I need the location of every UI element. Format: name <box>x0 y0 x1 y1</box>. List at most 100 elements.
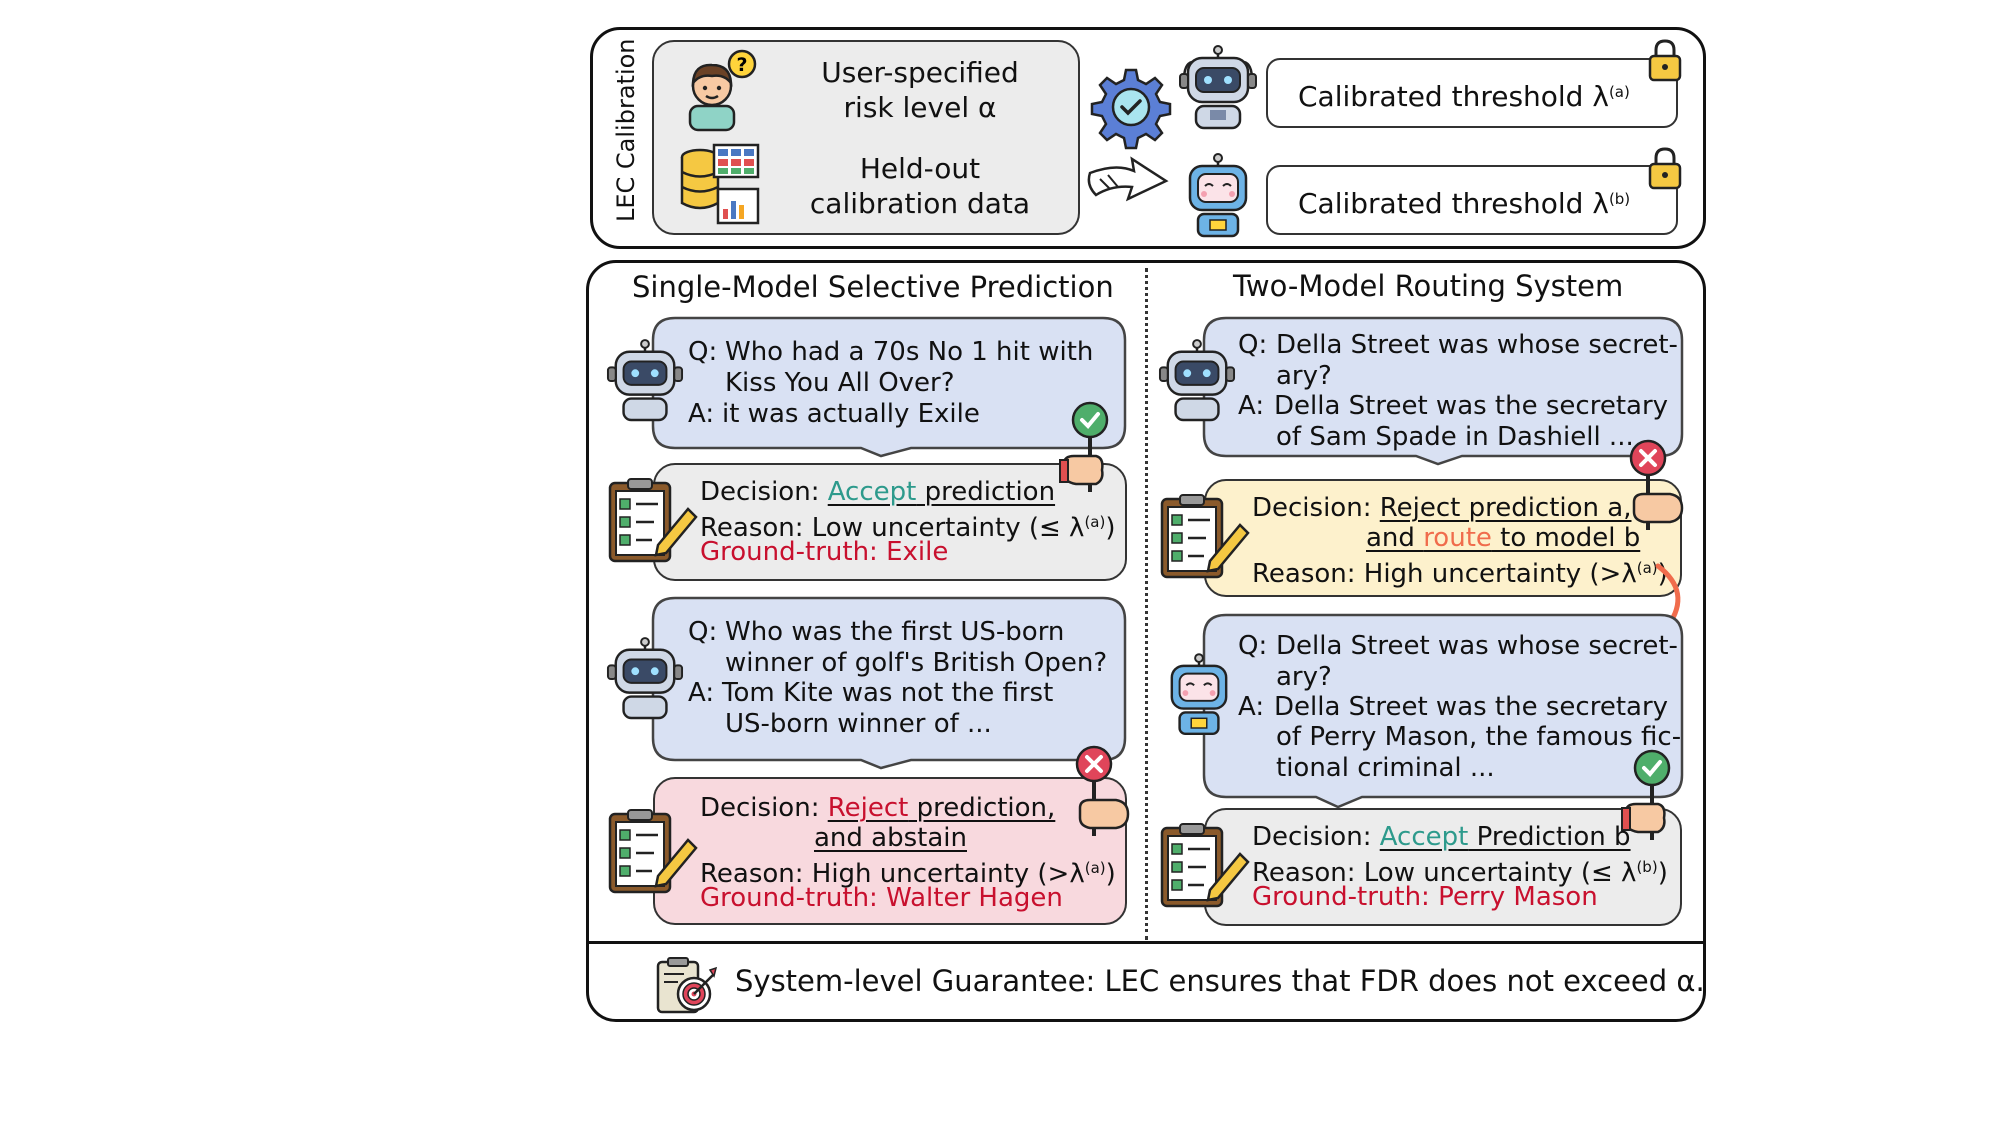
answer-line3: tional criminal ... <box>1276 753 1495 783</box>
reject-sign-icon <box>1629 439 1684 530</box>
robot-a-icon <box>606 339 684 422</box>
robot-a-icon <box>606 637 684 720</box>
single-model-title: Single-Model Selective Prediction <box>632 270 1114 304</box>
accept-word: Accept <box>1379 822 1469 852</box>
answer-line1: it was actually Exile <box>722 399 980 429</box>
reason-text: Reason: High uncertainty (>λ <box>700 859 1085 889</box>
robot-a-icon <box>1158 339 1236 422</box>
reason-line: Reason: Low uncertainty (≤ λ(b)) <box>1252 852 1668 889</box>
accept-word: Accept <box>827 477 917 507</box>
svg-text:?: ? <box>736 54 747 76</box>
right-arrow-icon <box>1087 156 1169 202</box>
ground-truth: Ground-truth: Perry Mason <box>1252 882 1598 912</box>
accept-sign-icon <box>1621 749 1671 840</box>
threshold-a-sup: (a) <box>1608 83 1630 101</box>
decision-line: Decision: Accept Prediction b <box>1252 822 1631 853</box>
threshold-b-sup: (b) <box>1608 190 1631 208</box>
decision-line: Decision: Reject prediction a, <box>1252 493 1632 524</box>
q-prefix: Q: <box>688 617 718 647</box>
clipboard-icon <box>1160 823 1250 908</box>
decision-prefix: Decision: <box>1252 493 1372 523</box>
question-line1: Who was the first US-born <box>725 617 1065 647</box>
answer-line2: of Sam Spade in Dashiell ... <box>1276 422 1634 452</box>
bubble-3 <box>1202 316 1684 466</box>
calibration-data-line2: calibration data <box>809 187 1031 220</box>
routing-title: Two-Model Routing System <box>1233 269 1624 303</box>
risk-level-line1: User-specified <box>821 56 1019 89</box>
decision-box-2 <box>653 777 1127 925</box>
decision-rest: prediction <box>916 477 1056 507</box>
answer-line1: Tom Kite was not the first <box>722 678 1054 708</box>
question-line1: Della Street was whose secret- <box>1276 330 1678 360</box>
reason-text: Reason: Low uncertainty (≤ λ <box>1252 858 1637 888</box>
decision-box-4 <box>1204 808 1682 926</box>
guarantee-text: System-level Guarantee: LEC ensures that… <box>735 964 1705 998</box>
decision-box-3 <box>1204 479 1682 597</box>
reason-sup: (a) <box>1636 559 1658 577</box>
reason-line: Reason: High uncertainty (>λ(a)) <box>1252 553 1668 590</box>
reject-word: Reject <box>827 793 909 823</box>
answer-line1: Della Street was the secretary <box>1274 692 1669 722</box>
decision-line: Decision: Accept prediction <box>700 477 1055 508</box>
reason-line: Reason: Low uncertainty (≤ λ(a)) <box>700 507 1116 544</box>
a-prefix: A: <box>1238 692 1265 722</box>
answer-line2: US-born winner of ... <box>725 709 992 739</box>
ground-truth: Ground-truth: Exile <box>700 537 949 567</box>
decision-line2: and route to model b <box>1366 523 1640 554</box>
q-prefix: Q: <box>1238 330 1268 360</box>
bubble-4 <box>1202 613 1684 809</box>
a-prefix: A: <box>1238 391 1265 421</box>
clipboard-icon <box>1160 494 1250 579</box>
question-line2: ary? <box>1276 662 1332 692</box>
bubble-1 <box>651 316 1127 458</box>
q-prefix: Q: <box>1238 631 1268 661</box>
question-line2: winner of golf's British Open? <box>725 648 1108 678</box>
route-word: route <box>1423 523 1492 553</box>
decision-prefix: Decision: <box>700 477 820 507</box>
a-prefix: A: <box>688 678 715 708</box>
threshold-a-text: Calibrated threshold λ(a) <box>1298 77 1630 112</box>
user-question-icon: ? <box>688 49 757 132</box>
decision-line2-post: to model b <box>1491 523 1641 553</box>
accept-sign-icon <box>1059 401 1109 492</box>
a-prefix: A: <box>688 399 715 429</box>
answer-line2: of Perry Mason, the famous fic- <box>1276 722 1682 752</box>
question-line1: Della Street was whose secret- <box>1276 631 1678 661</box>
lock-icon <box>1648 147 1682 190</box>
reason-line: Reason: High uncertainty (>λ(a)) <box>700 853 1116 890</box>
target-clipboard-icon <box>656 957 718 1014</box>
decision-line2: and abstain <box>814 823 967 853</box>
question-line2: ary? <box>1276 361 1332 391</box>
decision-rest: Prediction b <box>1468 822 1631 852</box>
robot-a-icon <box>1179 45 1257 130</box>
reason-close: ) <box>1657 559 1668 589</box>
robot-b-icon <box>1188 153 1248 238</box>
decision-prefix: Decision: <box>700 793 820 823</box>
risk-level-line2: risk level α <box>843 91 997 124</box>
gear-check-icon <box>1090 68 1172 150</box>
reason-close: ) <box>1657 858 1668 888</box>
reason-sup: (b) <box>1636 858 1658 876</box>
threshold-b-label: Calibrated threshold λ <box>1298 187 1609 220</box>
decision-line2-pre: and <box>1366 523 1424 553</box>
guarantee-divider <box>588 941 1704 944</box>
calibration-data-line1: Held-out <box>859 152 981 185</box>
decision-prefix: Decision: <box>1252 822 1372 852</box>
decision-rest: prediction, <box>908 793 1056 823</box>
reason-sup: (a) <box>1084 513 1106 531</box>
reason-text: Reason: Low uncertainty (≤ λ <box>700 513 1085 543</box>
bubble-2 <box>651 596 1127 770</box>
reason-close: ) <box>1105 513 1116 543</box>
threshold-a-box <box>1266 58 1678 128</box>
threshold-b-text: Calibrated threshold λ(b) <box>1298 184 1630 219</box>
question-line2: Kiss You All Over? <box>725 368 955 398</box>
reason-close: ) <box>1105 859 1116 889</box>
clipboard-icon <box>608 478 698 563</box>
calibration-section-label: LEC Calibration <box>612 38 640 222</box>
threshold-b-box <box>1266 165 1678 235</box>
lock-icon <box>1648 39 1682 82</box>
q-prefix: Q: <box>688 337 718 367</box>
reason-sup: (a) <box>1084 859 1106 877</box>
answer-line1: Della Street was the secretary <box>1274 391 1669 421</box>
threshold-a-label: Calibrated threshold λ <box>1298 80 1609 113</box>
